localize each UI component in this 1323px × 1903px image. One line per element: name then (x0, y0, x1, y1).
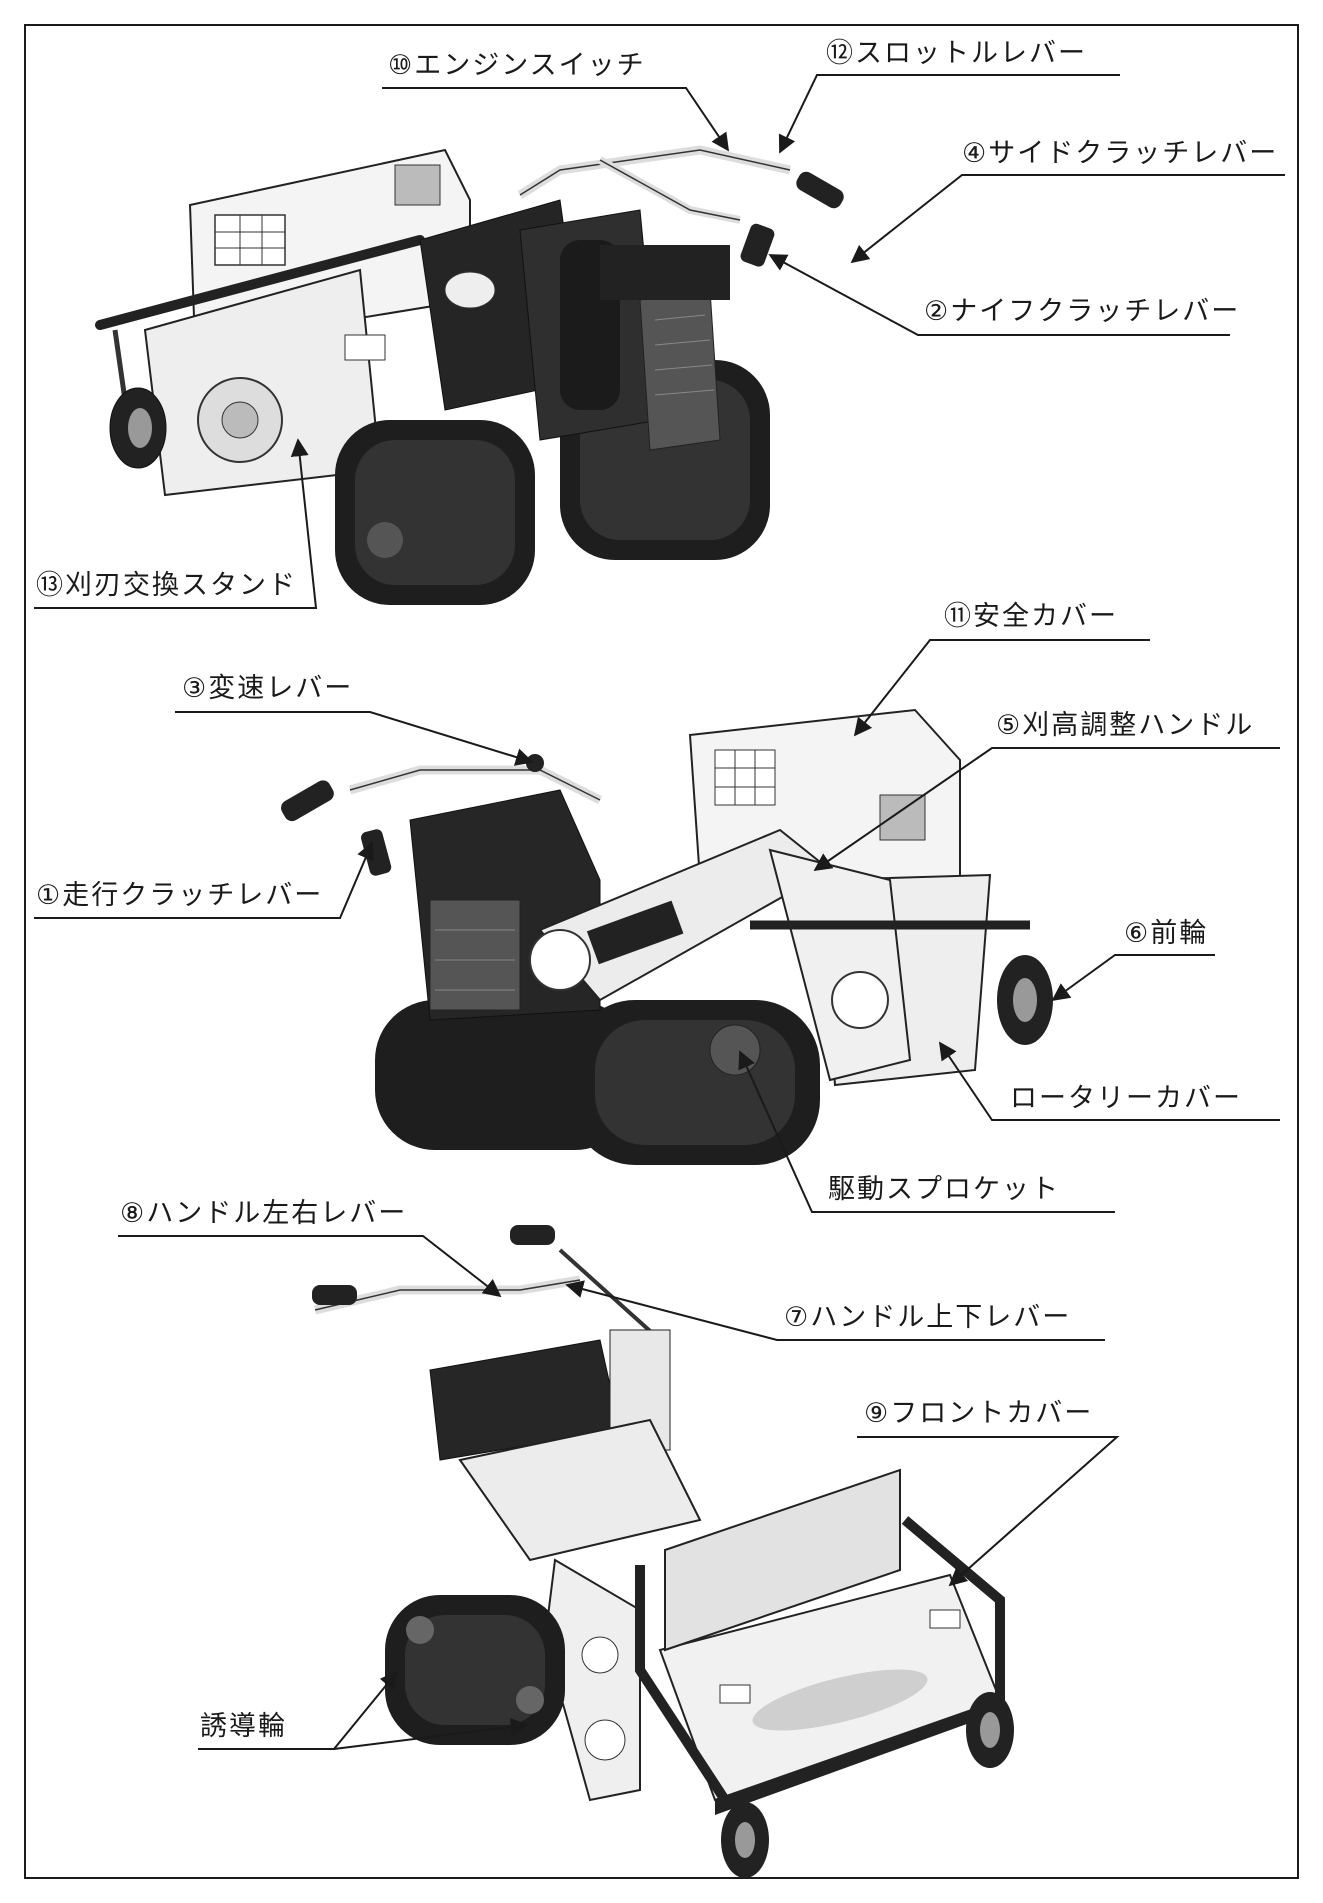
label-drive-sprocket: 駆動スプロケット (828, 1174, 1060, 1205)
leader-travel-clutch-lever (34, 841, 374, 919)
label-rotary-cover: ロータリーカバー (1010, 1083, 1242, 1114)
leader-knife-clutch-lever (768, 254, 1230, 336)
label-safety-cover: ⑪安全カバー (944, 601, 1118, 632)
leader-handle-lr-lever (118, 1235, 502, 1298)
leader-side-clutch-lever (850, 174, 1285, 264)
label-knife-clutch-lever: ②ナイフクラッチレバー (924, 296, 1241, 327)
label-front-cover: ⑨フロントカバー (864, 1398, 1094, 1429)
label-cut-height-handle: ⑤刈高調整ハンドル (996, 710, 1255, 741)
label-throttle-lever: ⑫スロットルレバー (826, 38, 1087, 69)
leader-blade-change-stand (34, 438, 318, 609)
leader-speed-lever (175, 711, 534, 766)
label-handle-lr-lever: ⑧ハンドル左右レバー (120, 1198, 408, 1229)
figure-frame (24, 24, 1299, 1879)
mower-side-view (281, 708, 1053, 1165)
label-travel-clutch-lever: ①走行クラッチレバー (36, 880, 324, 911)
label-handle-ud-lever: ⑦ハンドル上下レバー (784, 1302, 1072, 1333)
leader-rotary-cover (938, 1041, 1280, 1121)
label-idler-wheel: 誘導輪 (200, 1711, 287, 1742)
leader-drive-sprocket (738, 1050, 1115, 1213)
mower-rear-view (95, 145, 844, 605)
mower-front-view (312, 1225, 1014, 1878)
label-front-wheel: ⑥前輪 (1124, 918, 1209, 949)
label-speed-lever: ③変速レバー (182, 673, 354, 704)
leader-throttle-lever (778, 74, 1120, 154)
leader-front-wheel (1051, 954, 1215, 1002)
label-side-clutch-lever: ④サイドクラッチレバー (962, 138, 1279, 169)
leader-engine-switch (382, 87, 730, 152)
label-engine-switch: ⑩エンジンスイッチ (388, 50, 646, 81)
leader-front-cover (857, 1436, 1120, 1587)
leader-lines (34, 74, 1285, 1750)
leader-cut-height-handle (813, 747, 1280, 872)
leader-idler-wheel-b (333, 1718, 529, 1750)
leader-handle-ud-lever (565, 1280, 1105, 1341)
leader-safety-cover (853, 639, 1150, 737)
label-blade-change-stand: ⑬刈刃交換スタンド (36, 570, 297, 601)
